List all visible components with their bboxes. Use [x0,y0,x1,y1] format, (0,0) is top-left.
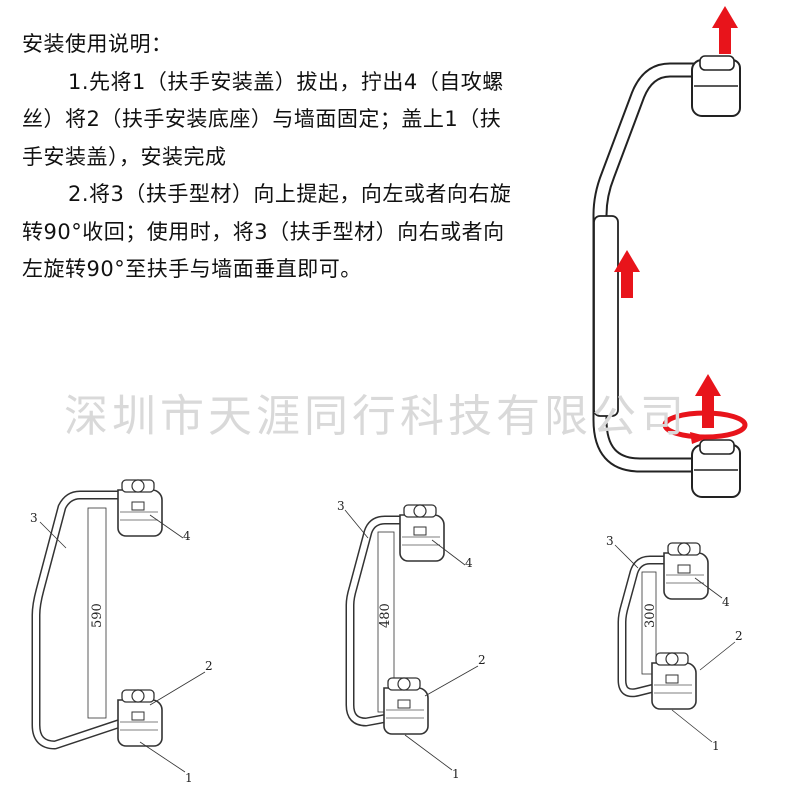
diagram-590: 590 3 4 2 1 [30,479,213,785]
part-label-3: 3 [606,534,614,548]
up-arrow-icon [695,374,721,428]
instructions-step-1: 1.先将1（扶手安装盖）拔出，拧出4（自攻螺丝）将2（扶手安装底座）与墙面固定；… [22,69,504,169]
handle-sleeve [593,215,619,417]
instructions-step-2: 2.将3（扶手型材）向上提起，向左或者向右旋转90°收回；使用时，将3（扶手型材… [22,182,512,281]
part-label-1: 1 [185,771,193,785]
dimension-label: 590 [90,603,105,628]
part-label-4: 4 [465,556,473,570]
part-label-3: 3 [30,511,38,525]
top-mount-bracket [691,55,741,117]
up-arrow-icon [614,250,640,298]
dimension-label: 300 [643,603,658,628]
instructions-title: 安装使用说明： [22,32,173,56]
part-label-1: 1 [712,739,720,753]
dimension-label: 480 [378,603,393,628]
part-label-2: 2 [478,653,486,667]
part-label-2: 2 [205,659,213,673]
part-label-3: 3 [337,499,345,513]
rotate-arrow-icon [662,410,748,444]
part-label-4: 4 [183,529,191,543]
up-arrow-icon [712,6,738,54]
part-label-4: 4 [722,595,730,609]
part-label-1: 1 [452,767,460,781]
installation-instructions: 安装使用说明： 1.先将1（扶手安装盖）拔出，拧出4（自攻螺丝）将2（扶手安装底… [22,26,522,289]
diagram-300: 300 3 4 2 1 [606,534,743,753]
company-watermark: 深圳市天涯同行科技有限公司 [64,391,688,442]
diagram-480: 480 3 4 2 1 [337,499,486,781]
part-label-2: 2 [735,629,743,643]
bottom-mount-bracket [691,439,741,498]
grab-bar-illustration [592,6,748,498]
